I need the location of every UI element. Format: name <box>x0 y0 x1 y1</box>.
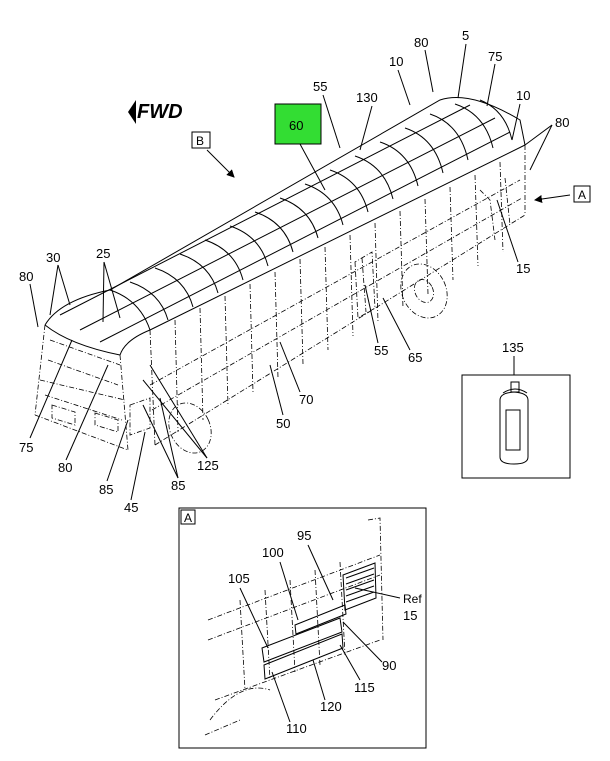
detail-callout-115: 115 <box>354 680 375 695</box>
fwd-indicator: FWD <box>128 100 183 124</box>
callout-65: 65 <box>408 350 422 365</box>
callout-10-right: 10 <box>516 88 530 103</box>
callout-45: 45 <box>124 500 138 515</box>
callout-60-highlight[interactable]: 60 <box>274 103 326 191</box>
callout-60: 60 <box>289 118 303 133</box>
detail-callout-120: 120 <box>320 699 342 714</box>
callout-50: 50 <box>276 416 290 431</box>
view-b-marker: B <box>191 131 235 178</box>
view-a-label: A <box>578 188 586 202</box>
callout-80-left: 80 <box>19 269 33 284</box>
callout-80-top: 80 <box>414 35 428 50</box>
callout-55-mid: 55 <box>374 343 388 358</box>
detail-callout-105: 105 <box>228 571 250 586</box>
callout-15: 15 <box>516 261 530 276</box>
callout-80-right: 80 <box>555 115 569 130</box>
bus-roof <box>44 97 526 356</box>
callout-85-a: 85 <box>99 482 113 497</box>
detail-callout-100: 100 <box>262 545 284 560</box>
bus-body <box>34 145 526 454</box>
detail-callout-ref-15: 15 <box>403 608 417 623</box>
fwd-label: FWD <box>137 101 183 123</box>
callout-80-low: 80 <box>58 460 72 475</box>
part-135-inset: 135 <box>461 340 571 479</box>
callout-5: 5 <box>462 28 469 43</box>
detail-a: A 95 100 105 Ref 15 90 <box>178 507 427 749</box>
callout-70: 70 <box>299 392 313 407</box>
callout-10-top: 10 <box>389 54 403 69</box>
callout-135: 135 <box>502 340 524 355</box>
callout-125: 125 <box>197 458 219 473</box>
callout-130: 130 <box>356 90 378 105</box>
callout-55-top: 55 <box>313 79 327 94</box>
view-a-marker: A <box>534 185 591 203</box>
detail-callout-90: 90 <box>382 658 396 673</box>
callout-85-b: 85 <box>171 478 185 493</box>
view-b-label: B <box>196 134 204 148</box>
callout-75-top: 75 <box>488 49 502 64</box>
callouts: 80 5 75 10 10 80 55 130 15 30 25 80 55 6… <box>19 28 569 515</box>
detail-callout-95: 95 <box>297 528 311 543</box>
aerosol-can-icon <box>499 381 529 465</box>
callout-25: 25 <box>96 246 110 261</box>
callout-75-left: 75 <box>19 440 33 455</box>
detail-a-label: A <box>184 511 192 525</box>
detail-callout-110: 110 <box>286 721 307 736</box>
callout-30: 30 <box>46 250 60 265</box>
detail-callout-ref: Ref <box>403 592 422 606</box>
